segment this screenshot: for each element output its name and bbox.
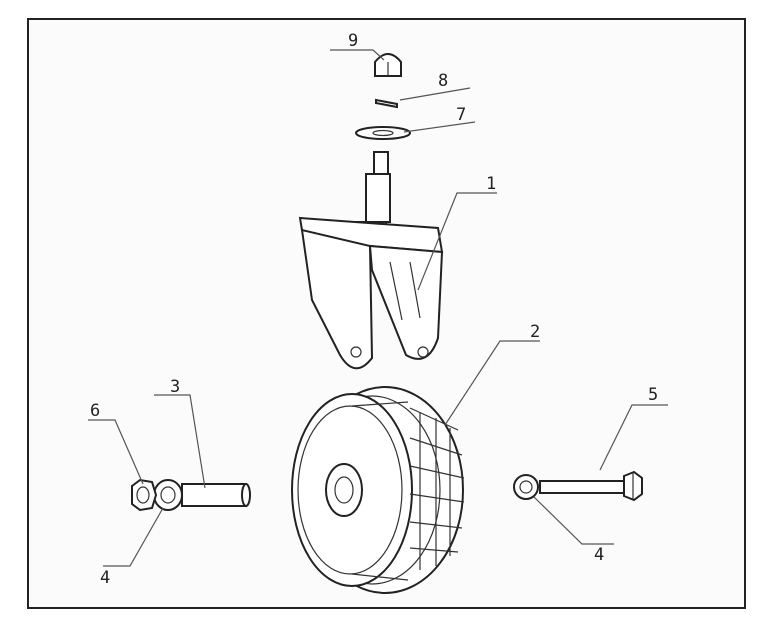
left-nut [131, 478, 158, 512]
callout-9: 9 [348, 31, 358, 51]
callout-8: 8 [438, 71, 448, 91]
left-washer [153, 479, 183, 511]
leader-lines [88, 49, 668, 567]
callout-5: 5 [648, 385, 658, 405]
callout-2: 2 [530, 322, 540, 342]
wheel [291, 386, 465, 594]
axle-sleeve [181, 483, 251, 507]
top-washer [355, 126, 411, 140]
bolt [539, 470, 643, 502]
right-washer [513, 474, 539, 500]
callout-4-right: 4 [594, 545, 604, 565]
acorn-nut [374, 53, 402, 77]
callout-7: 7 [456, 105, 466, 125]
callout-1: 1 [486, 174, 496, 194]
callout-3: 3 [170, 377, 180, 397]
cotter-pin [375, 98, 398, 109]
callout-4-left: 4 [100, 568, 110, 588]
callout-6: 6 [90, 401, 100, 421]
fork-bracket [298, 216, 444, 370]
